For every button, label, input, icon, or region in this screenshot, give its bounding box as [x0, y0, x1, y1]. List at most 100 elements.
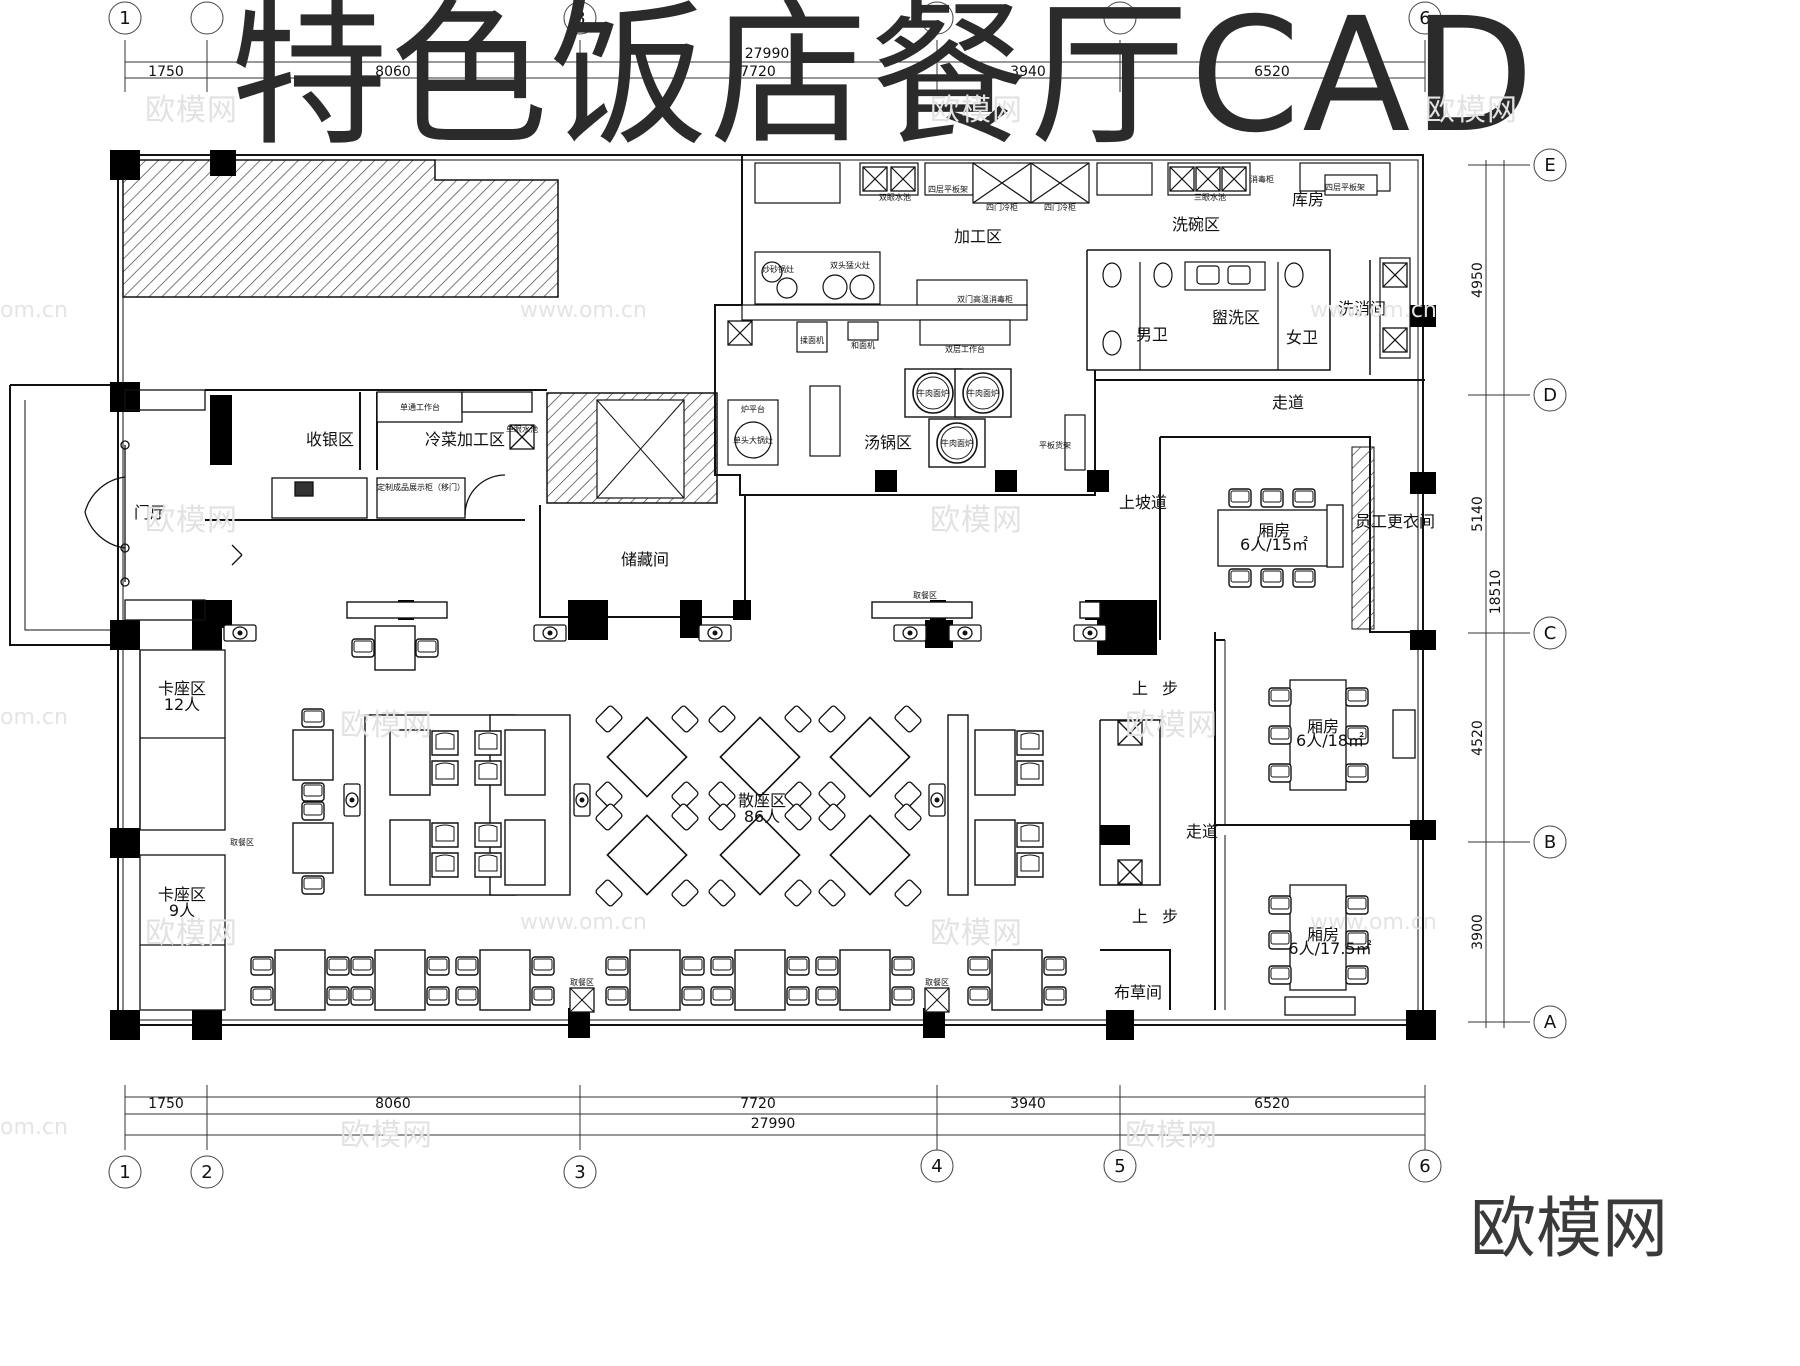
room-label-mens: 男卫: [1136, 325, 1168, 344]
axis-label: 3: [574, 1162, 585, 1183]
sofa-chair: [474, 760, 502, 786]
pickup-box: [569, 987, 595, 1013]
dim-bottom-seg: 3940: [1010, 1096, 1046, 1112]
equipment-label: 双层工作台: [945, 344, 985, 354]
pillar-icon: [533, 624, 567, 642]
chair: [426, 956, 450, 976]
pillar-icon: [343, 783, 361, 817]
room-label-corridor: 走道: [1272, 393, 1304, 412]
table: [479, 949, 531, 1011]
chair: [681, 956, 705, 976]
dining-hall-furniture: [223, 601, 1107, 1013]
equipment-label: 四层平板架: [928, 184, 968, 194]
equipment-label: 双门高温消毒柜: [957, 294, 1013, 304]
chair: [301, 782, 325, 802]
dim-top-seg: 3940: [1010, 64, 1046, 80]
chair: [455, 986, 479, 1006]
chair: [605, 986, 629, 1006]
axis-label: 6: [1419, 8, 1430, 29]
axis-label: 2: [201, 1162, 212, 1183]
sofa-chair: [431, 822, 459, 848]
chair: [301, 708, 325, 728]
service-bench: [346, 601, 448, 619]
chair: [531, 986, 555, 1006]
booth-table: [504, 729, 546, 796]
diamond-table: [594, 802, 700, 908]
table: [374, 949, 426, 1011]
dim-top-seg: 8060: [375, 64, 411, 80]
room-label-storage: 储藏间: [621, 550, 669, 569]
restroom-fixtures: [1102, 261, 1304, 370]
dim-bottom-seg: 8060: [375, 1096, 411, 1112]
chair: [786, 986, 810, 1006]
diamond-table: [594, 704, 700, 810]
booth-seating-left: [139, 649, 226, 1011]
chair: [786, 956, 810, 976]
sofa-chair: [431, 760, 459, 786]
equipment-label: 牛肉面炉: [917, 388, 949, 398]
watermark-url: www.om.cn: [520, 298, 647, 323]
dim-right-seg: 4950: [1470, 262, 1486, 298]
chair: [1043, 956, 1067, 976]
equipment-label: 四门冷柜: [986, 202, 1018, 212]
room-label-cold-dish: 冷菜加工区: [425, 430, 505, 449]
chair: [815, 986, 839, 1006]
room-label-womens: 女卫: [1286, 328, 1318, 347]
brand-logo-text: 欧模网: [1470, 1190, 1668, 1267]
watermark: 欧模网: [930, 916, 1023, 951]
chair: [710, 956, 734, 976]
watermark: 欧模网: [1125, 1118, 1218, 1153]
watermark: 欧模网: [340, 1118, 433, 1153]
watermark: 欧模网: [1425, 93, 1518, 128]
equipment-label: 炒砂锅灶: [762, 264, 794, 274]
sofa-chair: [1016, 822, 1044, 848]
outer-walls: [9, 154, 1424, 1026]
table: [839, 949, 891, 1011]
dim-right-seg: 4520: [1470, 720, 1486, 756]
watermark: 欧模网: [145, 916, 238, 951]
chair: [250, 986, 274, 1006]
equipment-label: 四门冷柜: [1044, 202, 1076, 212]
table: [629, 949, 681, 1011]
pillar-icon: [223, 624, 257, 642]
room-label-dishwash: 洗碗区: [1172, 215, 1220, 234]
room-label-private-3: 厢房: [1307, 925, 1339, 944]
axis-label: C: [1544, 623, 1557, 644]
axis-label: 5: [1114, 1156, 1125, 1177]
sofa-chair: [474, 730, 502, 756]
booth-table: [389, 729, 431, 796]
pillar-icon: [698, 624, 732, 642]
step-label: 步: [1162, 679, 1178, 698]
table: [374, 625, 416, 671]
pillar-icon: [573, 783, 591, 817]
axis-label: 1: [119, 1162, 130, 1183]
equipment-label: 单头大锅灶: [733, 435, 773, 445]
booth-bench: [947, 714, 969, 896]
chair: [301, 875, 325, 895]
watermark-url: www.om.cn: [520, 910, 647, 935]
room-label-wash-room: 洗消间: [1338, 299, 1386, 318]
chair: [301, 801, 325, 821]
axis-label: 1: [119, 8, 130, 29]
booth-table: [974, 729, 1016, 796]
pillar-icon: [893, 624, 927, 642]
chair: [891, 986, 915, 1006]
diamond-table: [817, 704, 923, 810]
watermark: 欧模网: [930, 93, 1023, 128]
equipment-label: 消毒柜: [1250, 174, 1274, 184]
pillar-icon: [1073, 624, 1107, 642]
room-label-private-2: 厢房: [1307, 717, 1339, 736]
room-capacity-hall: 86人: [744, 807, 780, 826]
equipment-label: 牛肉面炉: [941, 438, 973, 448]
sofa-chair: [431, 730, 459, 756]
chair: [605, 956, 629, 976]
room-capacity-private-1: 6人/15㎡: [1240, 535, 1308, 554]
equipment-label: 定制成品展示柜（移门）: [377, 482, 465, 492]
table: [274, 949, 326, 1011]
axis-bubble-top-5: [1103, 1, 1137, 35]
pickup-box: [924, 987, 950, 1013]
step-label: 步: [1162, 907, 1178, 926]
equipment-label: 取餐区: [925, 978, 949, 987]
room-capacity-booth-b: 9人: [169, 901, 195, 920]
